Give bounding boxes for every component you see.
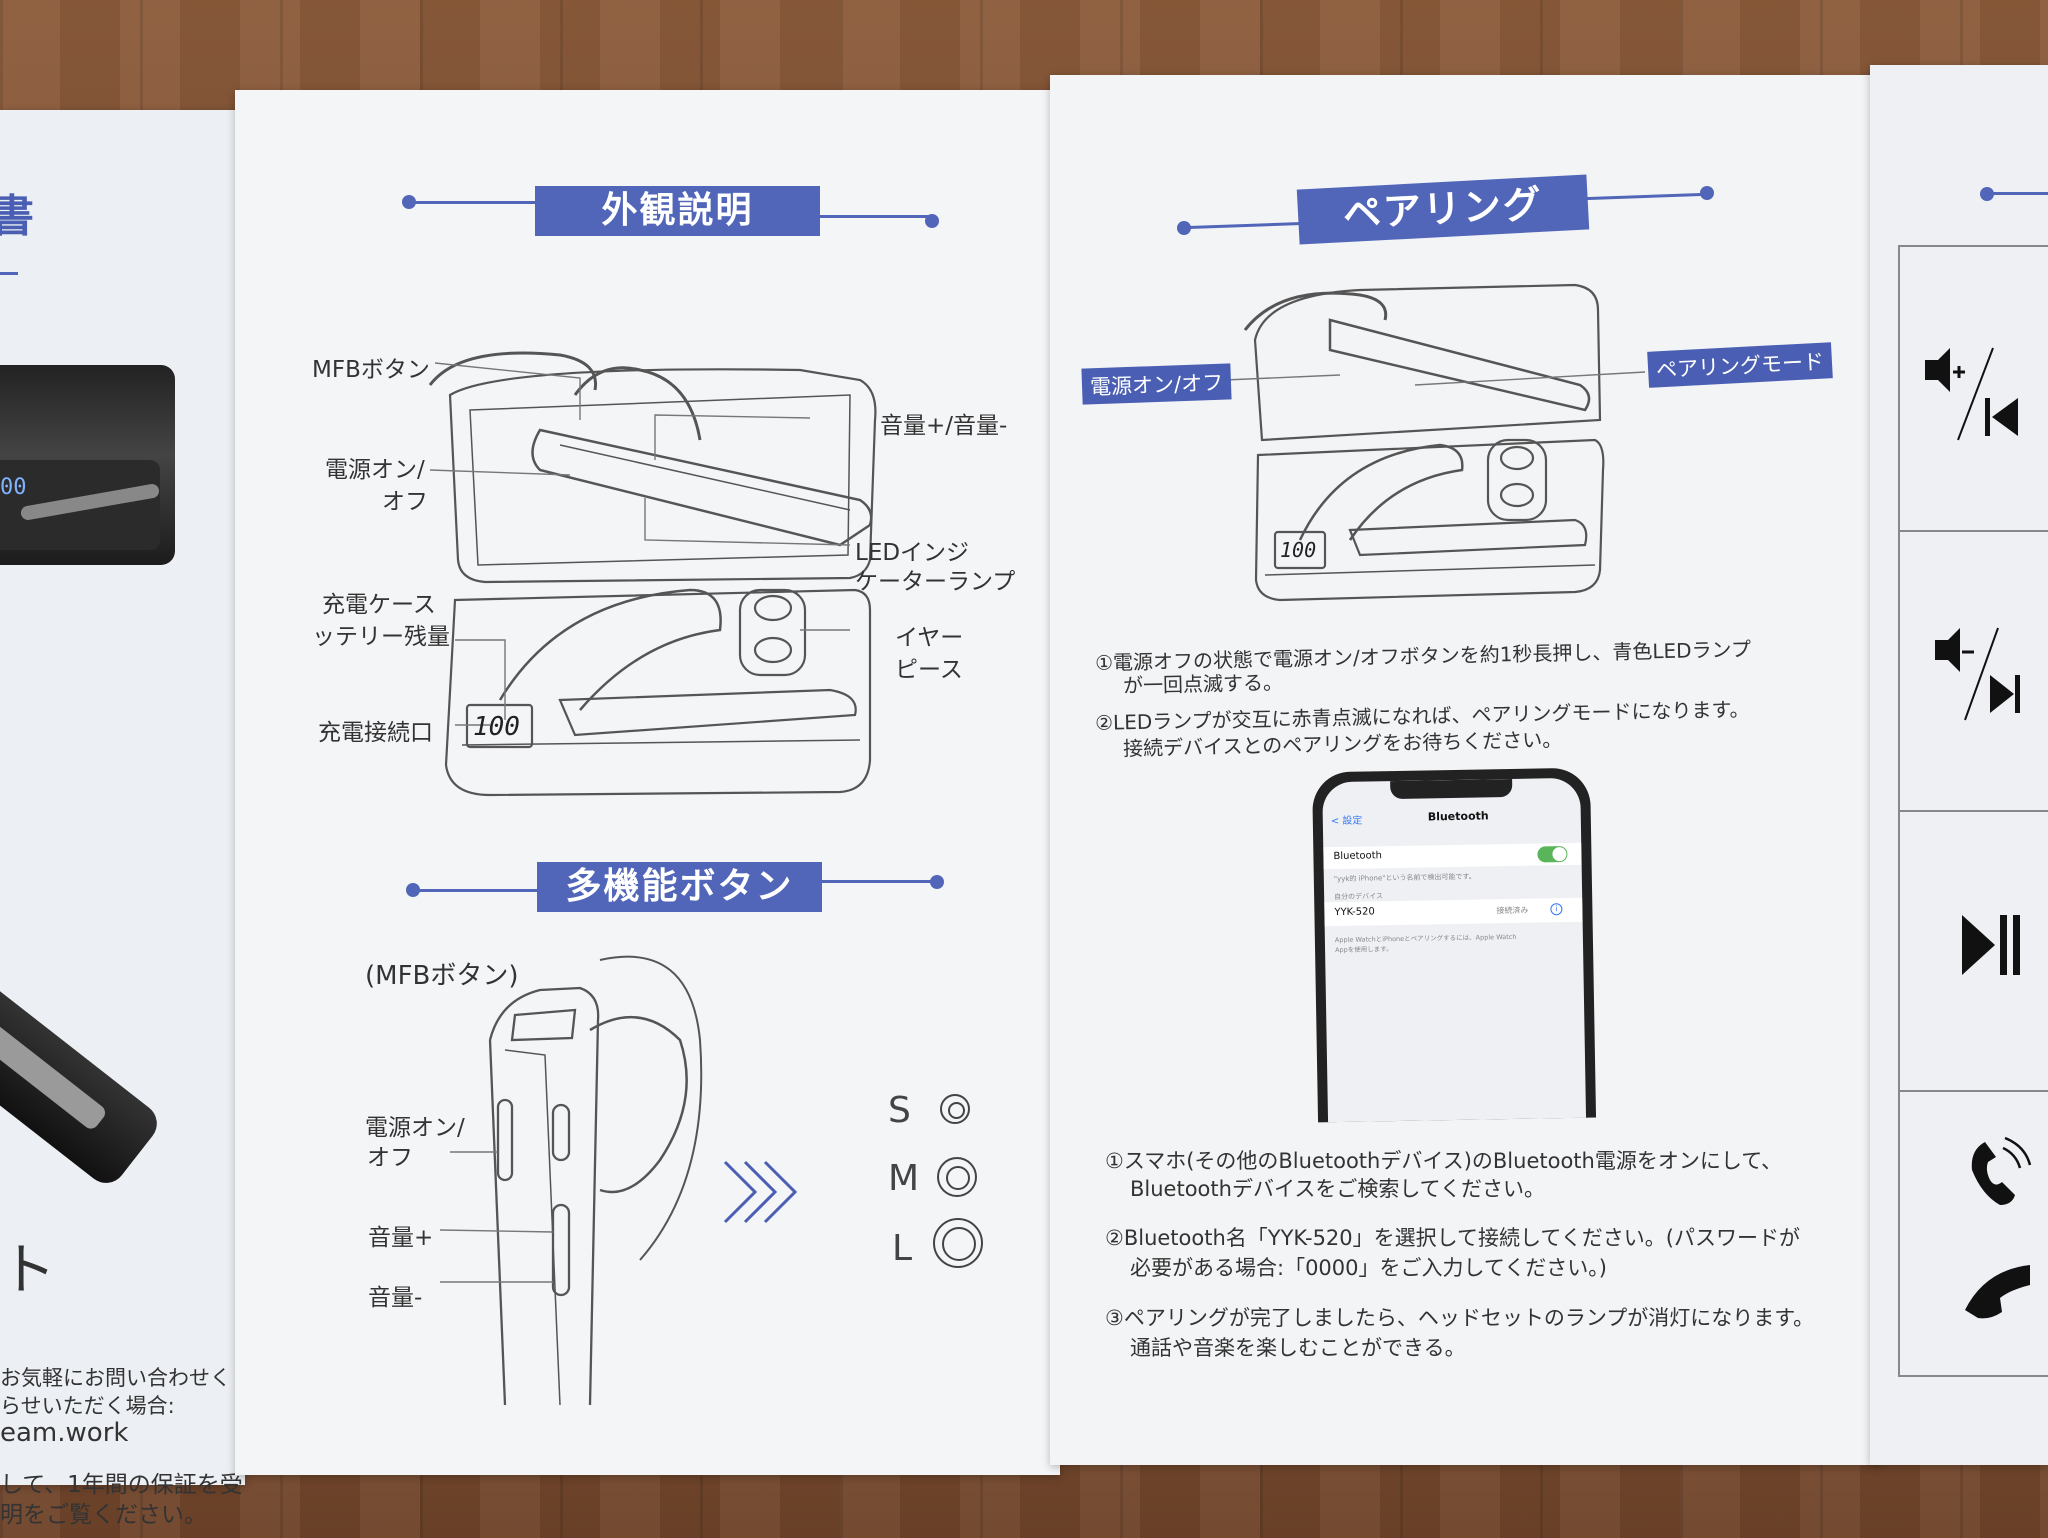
title-dot bbox=[406, 883, 420, 897]
title-line bbox=[818, 880, 933, 883]
icon-row bbox=[1900, 245, 2048, 532]
title-dot bbox=[1700, 186, 1714, 200]
middle-panel bbox=[235, 90, 1060, 1475]
volume-up-previous-icon bbox=[1925, 347, 2018, 441]
pairing-step-b5: ③ペアリングが完了しましたら、ヘッドセットのランプが消灯になります。 bbox=[1105, 1306, 1815, 1330]
contact-line-1: お気軽にお問い合わせく bbox=[0, 1366, 231, 1390]
label-led-1: LEDインジ bbox=[855, 540, 970, 566]
appearance-display: 100 bbox=[473, 712, 520, 742]
play-pause-icon bbox=[1962, 915, 2020, 975]
mfb-label: (MFBボタン) bbox=[365, 961, 519, 991]
pairing-step-b1: ①スマホ(その他のBluetoothデバイス)のBluetooth電源をオンにし… bbox=[1105, 1149, 1783, 1173]
pairing-step-b4: 必要がある場合:「0000」をご入力してください。) bbox=[1130, 1256, 1607, 1280]
contact-line-4: して、1年間の保証を受 bbox=[0, 1472, 243, 1498]
contact-url: eam.work bbox=[0, 1418, 129, 1448]
title-line bbox=[414, 889, 554, 892]
appearance-title: 外観説明 bbox=[535, 186, 820, 236]
label-volume: 音量+/音量- bbox=[880, 413, 1008, 439]
pairing-step-b6: 通話や音楽を楽しむことができる。 bbox=[1130, 1336, 1466, 1360]
icon-row-divider bbox=[1900, 810, 2048, 812]
label-power-2: オフ bbox=[382, 489, 428, 515]
size-l: L bbox=[892, 1228, 913, 1269]
case-display: 00 bbox=[0, 475, 27, 500]
contact-line-2: らせいただく場合: bbox=[0, 1394, 175, 1418]
label-power-1: 電源オン/ bbox=[325, 457, 425, 483]
left-big-letter: ト bbox=[0, 1238, 56, 1303]
title-dot bbox=[1177, 221, 1191, 235]
title-dot bbox=[1980, 187, 1994, 201]
title-dot bbox=[402, 195, 416, 209]
icon-row-divider bbox=[1900, 1090, 2048, 1092]
icon-table bbox=[1898, 245, 2048, 1377]
left-panel: 書 00 ト お気軽にお問い合わせく らせいただく場合: eam.work して… bbox=[0, 110, 245, 1528]
title-line bbox=[815, 215, 930, 218]
label-port: 充電接続口 bbox=[318, 720, 433, 746]
label-mfb: MFBボタン bbox=[312, 357, 430, 383]
size-l-ring bbox=[933, 1218, 983, 1268]
label-battery-2: ッテリー残量 bbox=[312, 624, 450, 650]
label-battery-1: 充電ケース bbox=[322, 592, 436, 618]
title-line bbox=[410, 201, 550, 204]
pairing-step-b3: ②Bluetooth名「YYK-520」を選択して接続してください。(パスワード… bbox=[1105, 1226, 1800, 1250]
title-dot bbox=[925, 214, 939, 228]
label-earpiece-1: イヤー bbox=[895, 625, 964, 651]
title-line bbox=[1992, 192, 2048, 195]
icon-row-divider bbox=[1900, 530, 2048, 532]
mfb-title: 多機能ボタン bbox=[537, 862, 822, 912]
phone-hangup-icon bbox=[1965, 1265, 2030, 1319]
size-s: S bbox=[888, 1090, 911, 1131]
mfb-power-2: オフ bbox=[367, 1145, 413, 1171]
size-m: M bbox=[888, 1158, 920, 1199]
left-title-fragment: 書 bbox=[0, 191, 34, 242]
label-earpiece-2: ピース bbox=[895, 657, 963, 683]
pairing-step-b2: Bluetoothデバイスをご検索してください。 bbox=[1130, 1177, 1546, 1201]
mfb-vol-down: 音量- bbox=[368, 1285, 423, 1311]
size-s-ring bbox=[940, 1094, 970, 1124]
volume-down-next-icon bbox=[1935, 627, 2020, 721]
left-title-line bbox=[0, 272, 18, 275]
pairing-display: 100 bbox=[1280, 538, 1317, 562]
case-photo: 00 bbox=[0, 365, 175, 565]
mfb-vol-up: 音量+ bbox=[368, 1225, 434, 1251]
title-dot bbox=[930, 875, 944, 889]
size-m-ring bbox=[937, 1157, 977, 1197]
label-led-2: ケーターランプ bbox=[855, 569, 1016, 595]
mfb-power-1: 電源オン/ bbox=[365, 1115, 465, 1141]
phone-answer-icon bbox=[1971, 1136, 2032, 1205]
contact-line-5: 明をご覧ください。 bbox=[0, 1502, 207, 1528]
